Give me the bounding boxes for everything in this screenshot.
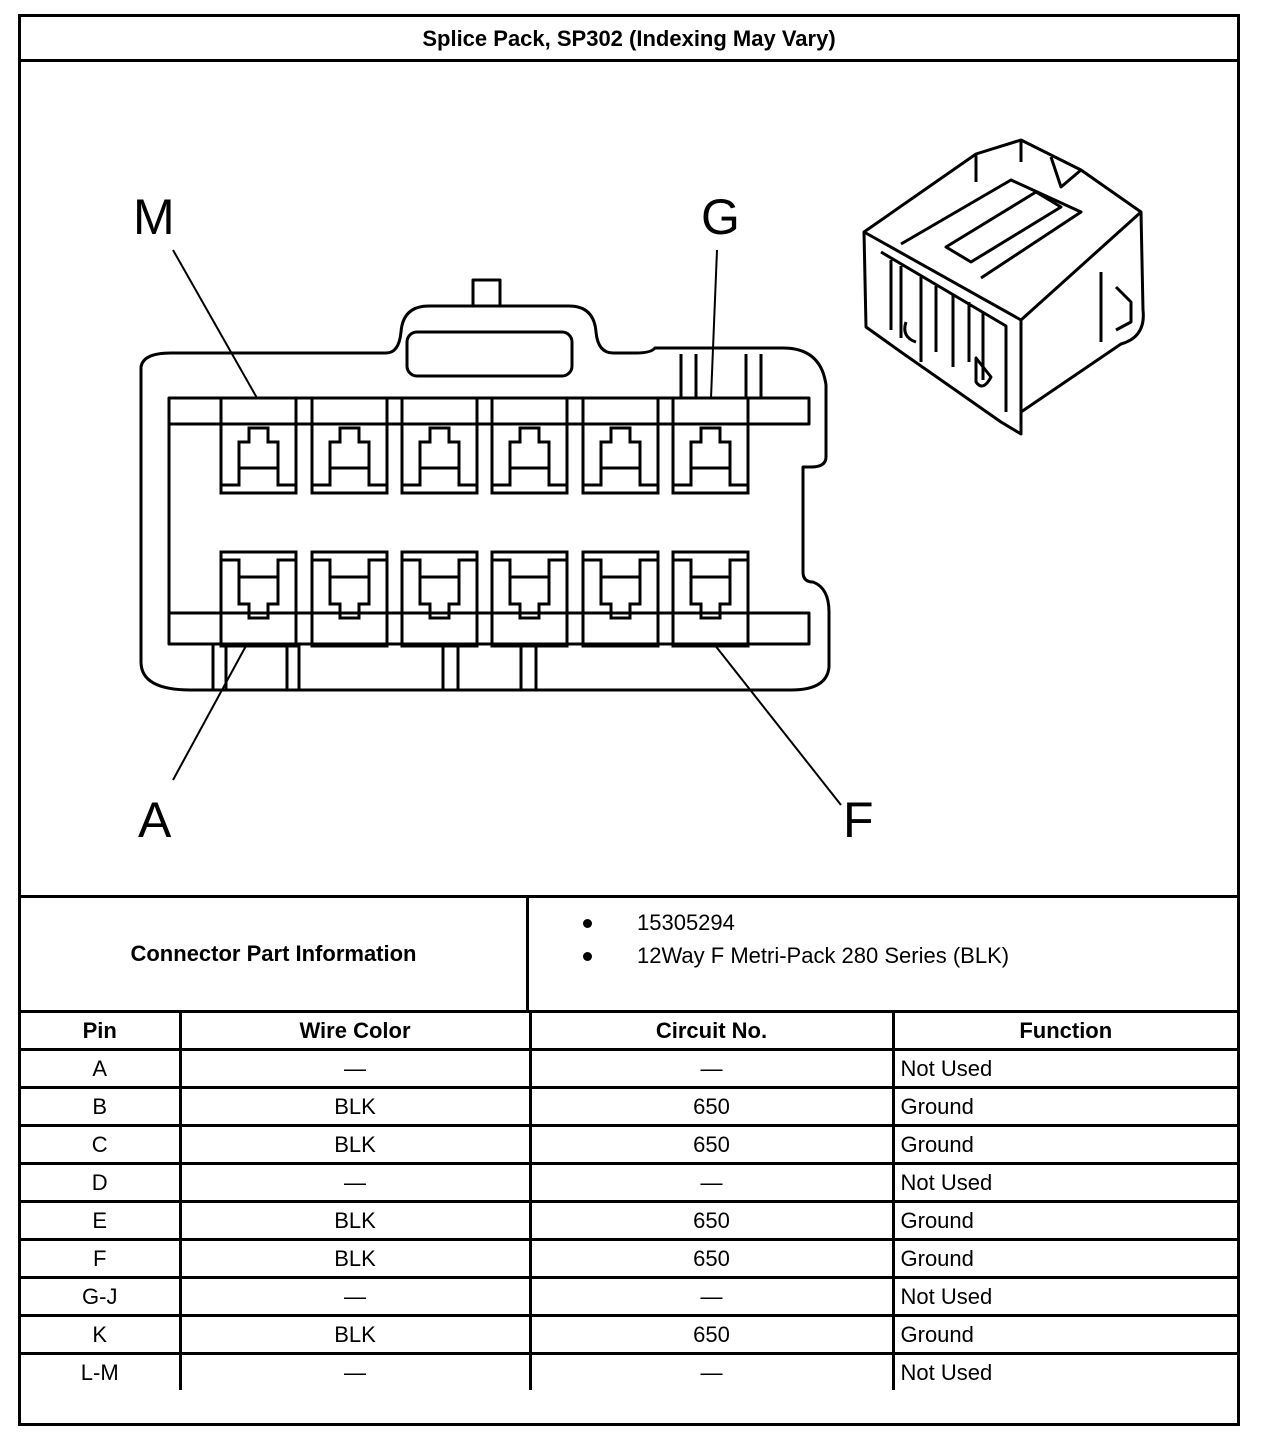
wire-color-cell: — [178, 1162, 532, 1203]
connector-sheet: Splice Pack, SP302 (Indexing May Vary) [18, 14, 1240, 1426]
leader-M [172, 249, 258, 399]
table-row: A——Not Used [21, 1048, 1237, 1089]
header-wire-color: Wire Color [178, 1013, 532, 1051]
pin-cell: E [21, 1200, 182, 1241]
pin-cell: K [21, 1314, 182, 1355]
pin-cell: B [21, 1086, 182, 1127]
bullet-icon [583, 952, 592, 961]
latch-tab [471, 278, 502, 308]
pin-cell: L-M [21, 1352, 182, 1390]
leader-A [172, 643, 248, 781]
terminal-cavity [581, 396, 660, 495]
connector-diagram: M G A F [21, 62, 1237, 895]
terminal-cavity [400, 550, 479, 648]
part-info-list: 15305294 12Way F Metri-Pack 280 Series (… [529, 898, 1237, 1010]
function-cell: Ground [891, 1314, 1237, 1355]
connector-housing [139, 304, 831, 692]
terminal-cavity [490, 550, 569, 648]
latch-window [405, 330, 574, 378]
function-cell: Not Used [891, 1352, 1237, 1390]
wire-color-cell: BLK [178, 1238, 532, 1279]
function-cell: Not Used [891, 1162, 1237, 1203]
wire-color-cell: BLK [178, 1086, 532, 1127]
bottom-terminal-rail [167, 611, 811, 646]
bullet-icon [583, 919, 592, 928]
connector-part-info: Connector Part Information 15305294 12Wa… [21, 895, 1237, 1013]
circuit-cell: 650 [528, 1200, 895, 1241]
pin-label-m: M [133, 189, 175, 245]
circuit-cell: — [528, 1048, 895, 1089]
circuit-cell: 650 [528, 1124, 895, 1165]
circuit-cell: 650 [528, 1314, 895, 1355]
header-pin: Pin [21, 1013, 182, 1051]
terminal-cavity [490, 396, 569, 495]
leader-F [713, 643, 842, 806]
pin-label-f: F [843, 792, 874, 848]
connector-description: 12Way F Metri-Pack 280 Series (BLK) [637, 943, 1010, 968]
header-circuit-no: Circuit No. [528, 1013, 895, 1051]
pin-cell: D [21, 1162, 182, 1203]
pin-label-a: A [138, 792, 172, 848]
circuit-cell: 650 [528, 1238, 895, 1279]
terminal-cavity [400, 396, 479, 495]
page-title: Splice Pack, SP302 (Indexing May Vary) [21, 17, 1237, 62]
wire-color-cell: — [178, 1352, 532, 1390]
connector-face-drawing: M G A F [133, 138, 1145, 848]
part-info-label: Connector Part Information [21, 898, 529, 1010]
leader-G [710, 249, 718, 399]
terminal-cavity [219, 396, 298, 495]
wire-color-cell: — [178, 1276, 532, 1317]
table-row: D——Not Used [21, 1162, 1237, 1203]
table-header-row: Pin Wire Color Circuit No. Function [21, 1013, 1237, 1051]
pin-cell: C [21, 1124, 182, 1165]
function-cell: Ground [891, 1200, 1237, 1241]
table-row: L-M——Not Used [21, 1352, 1237, 1390]
terminal-cavity [671, 550, 750, 648]
function-cell: Ground [891, 1238, 1237, 1279]
table-row: G-J——Not Used [21, 1276, 1237, 1317]
pin-cell: G-J [21, 1276, 182, 1317]
wire-color-cell: BLK [178, 1124, 532, 1165]
function-cell: Ground [891, 1124, 1237, 1165]
terminal-cavity [219, 550, 298, 648]
wire-color-cell: — [178, 1048, 532, 1089]
wire-color-cell: BLK [178, 1314, 532, 1355]
function-cell: Ground [891, 1086, 1237, 1127]
terminal-cavity [671, 396, 750, 495]
wire-color-cell: BLK [178, 1200, 532, 1241]
connector-3d-view [862, 138, 1145, 436]
circuit-cell: — [528, 1276, 895, 1317]
circuit-cell: — [528, 1352, 895, 1390]
circuit-cell: — [528, 1162, 895, 1203]
terminal-cavity [581, 550, 660, 648]
pin-cell: A [21, 1048, 182, 1089]
part-number: 15305294 [637, 910, 735, 935]
pin-table: Pin Wire Color Circuit No. Function A——N… [21, 1013, 1237, 1390]
pin-cell: F [21, 1238, 182, 1279]
top-terminal-rail [167, 396, 811, 426]
terminal-cavity [310, 550, 389, 648]
terminal-cavity [310, 396, 389, 495]
header-function: Function [891, 1013, 1237, 1051]
circuit-cell: 650 [528, 1086, 895, 1127]
function-cell: Not Used [891, 1048, 1237, 1089]
function-cell: Not Used [891, 1276, 1237, 1317]
pin-label-g: G [701, 189, 740, 245]
